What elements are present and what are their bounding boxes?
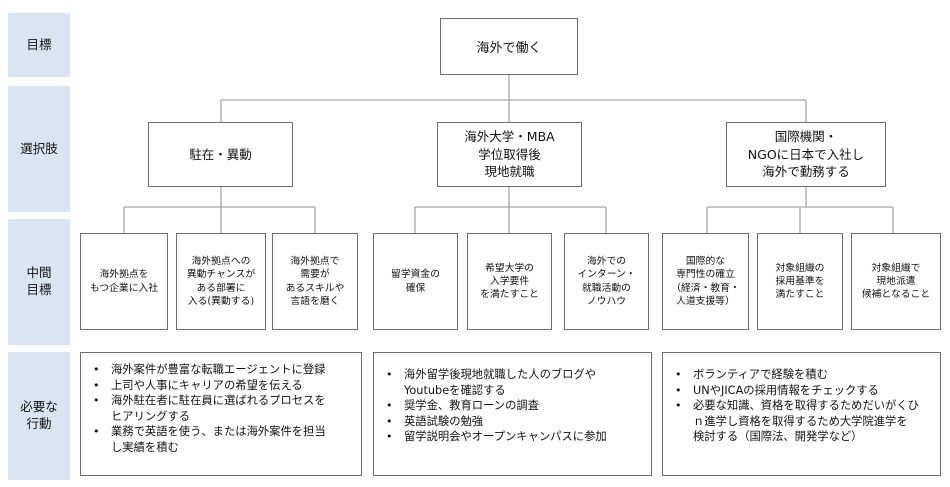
intermediate-goal-6: 海外での インターン・ 就職活動の ノウハウ — [564, 233, 649, 330]
intermediate-goal-7: 国際的な 専門性の確立 （経済・教育・ 人道支援等） — [662, 233, 749, 330]
list-item: 海外留学後現地就職した人のブログや Youtubeを確認する — [382, 367, 645, 398]
list-item: 業務で英語を使う、または海外案件を担当 し実績を積む — [89, 424, 355, 455]
actions-list-2: 海外留学後現地就職した人のブログや Youtubeを確認する 奨学金、教育ローン… — [382, 367, 645, 445]
intermediate-goal-8: 対象組織の 採用基準を 満たすこと — [757, 233, 843, 330]
list-item: 必要な知識、資格を取得するためだいがくひ ｎ進学し資格を取得するため大学院進学を… — [671, 398, 934, 445]
row-label-actions: 必要な 行動 — [8, 352, 70, 480]
intermediate-goal-1: 海外拠点を もつ企業に入社 — [80, 233, 168, 330]
goal-box: 海外で働く — [440, 18, 578, 75]
list-item: UNやJICAの採用情報をチェックする — [671, 383, 934, 399]
actions-list-1: 海外案件が豊富な転職エージェントに登録 上司や人事にキャリアの希望を伝える 海外… — [89, 362, 355, 455]
actions-box-1: 海外案件が豊富な転職エージェントに登録 上司や人事にキャリアの希望を伝える 海外… — [80, 352, 362, 476]
intermediate-goal-2: 海外拠点への 異動チャンスが ある部署に 入る(異動する) — [176, 233, 266, 330]
row-label-options: 選択肢 — [8, 86, 70, 212]
option-box-1: 駐在・異動 — [148, 122, 293, 187]
intermediate-goal-3: 海外拠点で 需要が あるスキルや 言語を磨く — [272, 233, 358, 330]
list-item: 留学説明会やオープンキャンパスに参加 — [382, 429, 645, 445]
row-label-intermediate: 中間 目標 — [8, 219, 70, 345]
intermediate-goal-5: 希望大学の 入学要件 を満たすこと — [467, 233, 552, 330]
row-label-goal: 目標 — [8, 13, 70, 77]
list-item: 英語試験の勉強 — [382, 414, 645, 430]
list-item: ボランティアで経験を積む — [671, 367, 934, 383]
actions-box-3: ボランティアで経験を積む UNやJICAの採用情報をチェックする 必要な知識、資… — [662, 352, 941, 476]
actions-box-2: 海外留学後現地就職した人のブログや Youtubeを確認する 奨学金、教育ローン… — [373, 352, 652, 476]
intermediate-goal-9: 対象組織で 現地派遣 候補となること — [851, 233, 941, 330]
list-item: 海外案件が豊富な転職エージェントに登録 — [89, 362, 355, 378]
list-item: 奨学金、教育ローンの調査 — [382, 398, 645, 414]
option-box-3: 国際機関・ NGOに日本で入社し 海外で勤務する — [726, 122, 886, 187]
actions-list-3: ボランティアで経験を積む UNやJICAの採用情報をチェックする 必要な知識、資… — [671, 367, 934, 445]
list-item: 海外駐在者に駐在員に選ばれるプロセスを ヒアリングする — [89, 393, 355, 424]
option-box-2: 海外大学・MBA 学位取得後 現地就職 — [437, 122, 582, 187]
list-item: 上司や人事にキャリアの希望を伝える — [89, 378, 355, 394]
intermediate-goal-4: 留学資金の 確保 — [373, 233, 458, 330]
